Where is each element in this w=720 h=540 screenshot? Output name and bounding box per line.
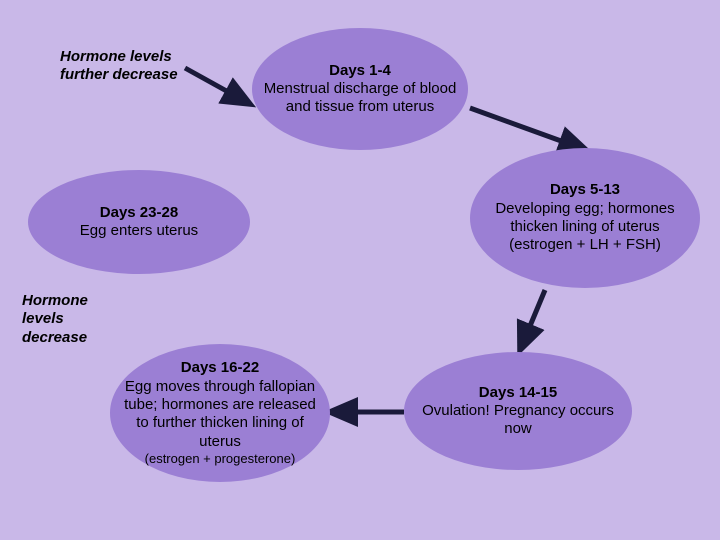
arrow-hormone-to-days1-4 <box>183 65 257 108</box>
node-days-1-4-heading: Days 1-4 <box>329 61 391 79</box>
node-days-5-13: Days 5-13 Developing egg; hormones thick… <box>470 148 700 288</box>
node-days-16-22-heading: Days 16-22 <box>180 359 260 377</box>
node-days-14-15-heading: Days 14-15 <box>478 383 558 401</box>
node-days-23-28: Days 23-28 Egg enters uterus <box>28 170 250 274</box>
node-days-14-15-body: Ovulation! Pregnancy occurs now <box>422 401 614 438</box>
node-days-16-22-note: (estrogen + progesterone) <box>144 450 296 466</box>
label-hormone-levels-decrease: Hormone levels decrease <box>22 292 88 346</box>
node-days-23-28-body: Egg enters uterus <box>79 222 199 239</box>
node-days-5-13-body: Developing egg; hormones thicken lining … <box>495 199 675 254</box>
arrow-days1-4-to-days5-13 <box>469 105 593 155</box>
node-days-1-4: Days 1-4 Menstrual discharge of blood an… <box>252 28 468 150</box>
arrow-days5-13-to-days14-15 <box>516 289 548 357</box>
label-hormone-levels-further-decrease: Hormone levels further decrease <box>60 48 178 84</box>
node-days-5-13-heading: Days 5-13 <box>549 181 621 199</box>
node-days-16-22-body: Egg moves through fallopian tube; hormon… <box>124 377 316 450</box>
node-days-1-4-body: Menstrual discharge of blood and tissue … <box>263 79 457 116</box>
node-days-14-15: Days 14-15 Ovulation! Pregnancy occurs n… <box>404 352 632 470</box>
node-days-16-22: Days 16-22 Egg moves through fallopian t… <box>110 344 330 482</box>
node-days-23-28-heading: Days 23-28 <box>99 203 179 221</box>
